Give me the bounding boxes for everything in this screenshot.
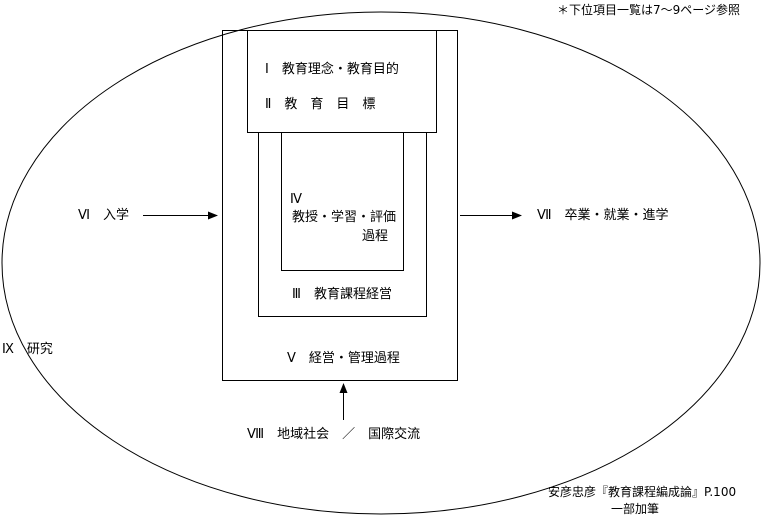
label-management-process: Ⅴ 経営・管理過程	[287, 351, 400, 366]
label-teaching-line2: 過程	[362, 229, 389, 244]
label-graduation: Ⅶ 卒業・就業・進学	[537, 208, 669, 223]
label-teaching-line1: 教授・学習・評価	[292, 210, 397, 225]
source-note: 一部加筆	[611, 502, 660, 516]
label-curriculum-management: Ⅲ 教育課程経営	[292, 287, 392, 302]
label-goals: Ⅱ 教 育 目 標	[265, 97, 376, 112]
label-teaching-number: Ⅳ	[290, 192, 302, 207]
label-community: Ⅷ 地域社会 ／ 国際交流	[247, 427, 421, 442]
label-admission: Ⅵ 入学	[78, 208, 129, 223]
label-research: Ⅸ 研究	[2, 342, 53, 357]
philosophy-goals-box	[247, 30, 437, 133]
reference-note: ＊下位項目一覧は7～9ページ参照	[557, 3, 741, 17]
source-citation: 安彦忠彦『教育課程編成論』P.100	[548, 485, 737, 499]
label-philosophy: Ⅰ 教育理念・教育目的	[265, 62, 399, 77]
research-ellipse	[1, 11, 761, 515]
